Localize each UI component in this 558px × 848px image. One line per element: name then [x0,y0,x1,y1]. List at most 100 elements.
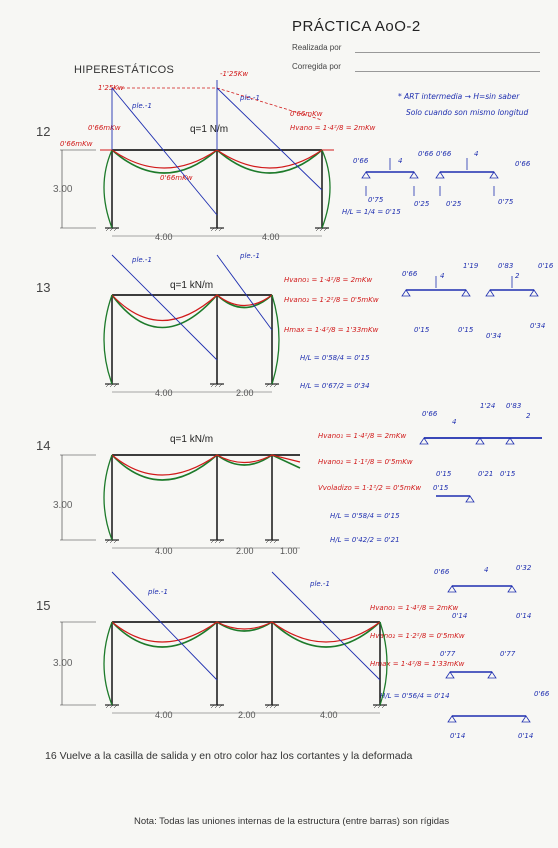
beam-val-13-2: 1'19 [463,262,479,270]
beam-val-14-8: 0'15 [500,470,516,478]
beam-val-14-2: 1'24 [480,402,496,410]
red-annot-12-2: Hvano = 1·4²/8 = 2mKw [290,124,376,132]
beam-diagram-14 [419,437,542,503]
beam-val-12-2: 0'66 [418,150,434,158]
red-annot-14-2: Vvoladizo = 1·1²/2 = 0'5mKw [318,484,422,492]
beam-val-13-1: 4 [440,272,445,280]
blue-annot-12-2: H/L = 1/4 = 0'15 [342,208,401,216]
beam-val-12-5: 0'66 [515,160,531,168]
blue-annot-14-0: H/L = 0'58/4 = 0'15 [330,512,400,520]
span-dimension-15c: 4.00 [320,710,338,720]
beam-val-15-4: 0'14 [516,612,532,620]
beam-val-15-6: 0'77 [500,650,516,658]
load-label-14: q=1 kN/m [170,434,214,445]
span-dimension-12a: 4.00 [155,232,173,242]
page-title: PRÁCTICA AoO-2 [292,18,421,35]
beam-val-15-3: 0'14 [452,612,468,620]
beam-val-14-5: 0'15 [433,484,449,492]
problem-number-14: 14 [36,438,51,453]
beam-val-14-3: 0'83 [506,402,522,410]
beam-val-14-1: 4 [452,418,457,426]
span-dimension-13a: 4.00 [155,388,173,398]
red-annot-14-0: Hvano₁ = 1·4²/8 = 2mKw [318,432,407,440]
red-annot-13-1: Hvano₂ = 1·2²/8 = 0'5mKw [284,296,379,304]
frame-12 [60,80,334,237]
blue-annot-13-0: ple.-1 [132,256,152,264]
beam-val-15-1: 4 [484,566,489,574]
beam-val-13-9: 0'34 [530,322,546,330]
span-dimension-15b: 2.00 [238,710,256,720]
beam-val-15-0: 0'66 [434,568,450,576]
red-annot-15-2: Hmax = 1·4²/8 = 1'33mKw [370,660,465,668]
beam-diagram-12 [361,158,499,196]
beam-diagram-13 [401,276,539,297]
beam-val-12-0: 0'66 [353,157,369,165]
beam-val-13-5: 0'16 [538,262,554,270]
made-by-label: Realizada por [292,43,342,52]
blue-annot-13-2: H/L = 0'58/4 = 0'15 [300,354,370,362]
red-annot-13-2: Hmax = 1·4²/8 = 1'33mKw [284,326,379,334]
beam-val-14-7: 0'15 [436,470,452,478]
red-annot-14-1: Hvano₂ = 1·1²/8 = 0'5mKw [318,458,413,466]
span-dimension-14c: 1.00 [280,546,298,556]
beam-val-13-4: 2 [515,272,520,280]
frame-15 [60,571,388,714]
beam-val-15-9: 0'14 [518,732,534,740]
beam-val-12-1: 4 [398,157,403,165]
beam-val-14-6: 0'21 [478,470,494,478]
blue-annot-15-0: ple.-1 [148,588,168,596]
beam-diagram-15 [445,585,531,723]
beam-val-14-4: 2 [526,412,531,420]
span-dimension-14b: 2.00 [236,546,254,556]
beam-val-13-7: 0'15 [458,326,474,334]
beam-val-15-5: 0'77 [440,650,456,658]
span-dimension-12b: 4.00 [262,232,280,242]
red-annot-12-3: 0'66mKw [88,124,121,132]
beam-val-13-3: 0'83 [498,262,514,270]
problem-number-15: 15 [36,598,51,613]
frame-13 [103,254,280,393]
made-by-line [355,52,540,53]
load-label-12: q=1 N/m [190,124,229,135]
problem-number-13: 13 [36,280,51,295]
section-title: HIPERESTÁTICOS [74,64,175,76]
beam-val-12-3: 0'66 [436,150,452,158]
beam-val-15-7: 0'66 [534,690,550,698]
blue-annot-12-1: ple.-1 [240,94,260,102]
red-annot-12-1: -1'25Kw [220,70,249,78]
red-annot-12-4: 0'66mKw [160,174,193,182]
blue-annot-13-3: H/L = 0'67/2 = 0'34 [300,382,370,390]
frame-14 [60,453,301,549]
footer-note: Nota: Todas las uniones internas de la e… [134,816,450,827]
beam-val-15-2: 0'32 [516,564,532,572]
blue-annot-13-1: ple.-1 [240,252,260,260]
height-dimension-12: 3.00 [53,184,73,195]
beam-val-13-8: 0'34 [486,332,502,340]
span-dimension-14a: 4.00 [155,546,173,556]
corrected-by-line [355,71,540,72]
blue-annot-15-2: H/L = 0'56/4 = 0'14 [380,692,450,700]
beam-val-12-8: 0'75 [368,196,384,204]
beam-val-13-0: 0'66 [402,270,418,278]
beam-val-12-7: 0'25 [446,200,462,208]
beam-val-12-9: 0'75 [498,198,514,206]
load-label-13: q=1 kN/m [170,280,214,291]
beam-val-12-6: 0'25 [414,200,430,208]
height-dimension-15: 3.00 [53,658,73,669]
question-16: 16 Vuelve a la casilla de salida y en ot… [45,750,413,762]
top-note-line1: * ART intermedia → H=sin saber [398,92,520,101]
red-annot-13-0: Hvano₁ = 1·4²/8 = 2mKw [284,276,373,284]
red-annot-15-1: Hvano₂ = 1·2²/8 = 0'5mKw [370,632,465,640]
beam-val-13-6: 0'15 [414,326,430,334]
blue-annot-14-1: H/L = 0'42/2 = 0'21 [330,536,400,544]
red-annot-12-0: 1'25Kw [98,84,124,92]
blue-annot-15-1: ple.-1 [310,580,330,588]
top-note-line2: Solo cuando son mismo longitud [406,108,529,117]
red-annot-15-0: Hvano₁ = 1·4²/8 = 2mKw [370,604,459,612]
span-dimension-13b: 2.00 [236,388,254,398]
corrected-by-label: Corregida por [292,62,341,71]
beam-val-15-8: 0'14 [450,732,466,740]
beam-val-12-4: 4 [474,150,479,158]
red-annot-12-6: 0'66mKw [60,140,93,148]
